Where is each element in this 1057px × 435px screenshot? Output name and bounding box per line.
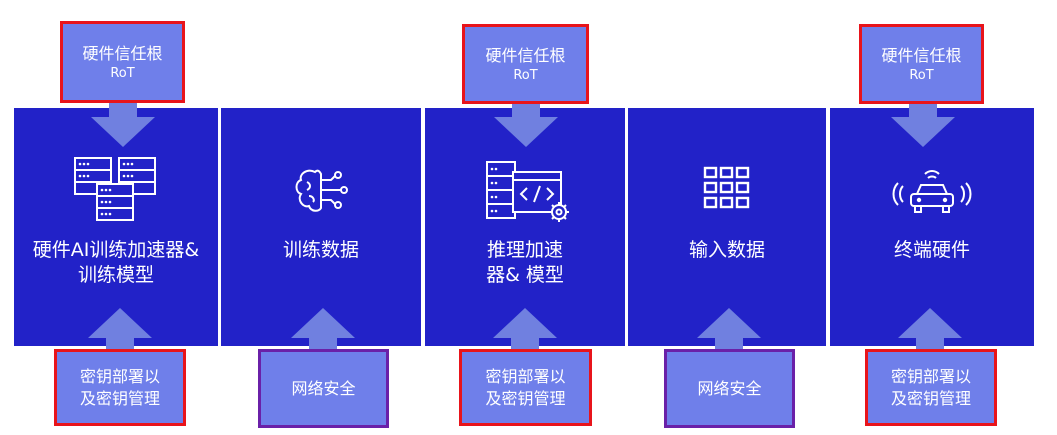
panel-label-line1: 推理加速 bbox=[486, 239, 563, 261]
brain-circuit-icon bbox=[295, 169, 348, 212]
panel-training-accelerator: 硬件AI训练加速器& 训练模型 bbox=[14, 108, 218, 346]
grid-icon bbox=[703, 166, 750, 209]
arrow-up-5 bbox=[898, 308, 962, 352]
key-management-line1: 密钥部署以 bbox=[79, 366, 160, 386]
rot-box: 硬件信任根 RoT bbox=[859, 24, 984, 104]
rot-title: 硬件信任根 bbox=[485, 45, 566, 65]
rot-title: 硬件信任根 bbox=[881, 45, 962, 65]
key-management-box: 密钥部署以 及密钥管理 bbox=[54, 349, 186, 426]
panel-training-data: 训练数据 bbox=[221, 108, 421, 346]
rot-subtitle: RoT bbox=[513, 67, 538, 83]
network-security-label: 网络安全 bbox=[291, 378, 356, 398]
panel-label: 终端硬件 bbox=[830, 238, 1034, 263]
rot-subtitle: RoT bbox=[909, 67, 934, 83]
key-management-box: 密钥部署以 及密钥管理 bbox=[865, 349, 997, 426]
arrow-up-4 bbox=[697, 308, 761, 352]
arrow-up-1 bbox=[88, 308, 152, 352]
rot-title: 硬件信任根 bbox=[82, 43, 163, 63]
panel-label: 训练数据 bbox=[221, 238, 421, 263]
arrow-down-1 bbox=[91, 103, 155, 147]
arrow-down-2 bbox=[494, 103, 558, 147]
panel-edge-hardware: 终端硬件 bbox=[830, 108, 1034, 346]
key-management-line2: 及密钥管理 bbox=[890, 388, 971, 408]
panel-label-line1: 硬件AI训练加速器& bbox=[32, 239, 200, 261]
panel-input-data: 输入数据 bbox=[628, 108, 826, 346]
arrow-down-3 bbox=[891, 103, 955, 147]
panel-label-line2: 器& 模型 bbox=[486, 264, 564, 286]
rot-subtitle: RoT bbox=[110, 65, 135, 81]
server-stack-icon bbox=[74, 157, 156, 221]
panel-label-line1: 输入数据 bbox=[688, 239, 765, 261]
rot-box: 硬件信任根 RoT bbox=[60, 21, 185, 103]
rot-box: 硬件信任根 RoT bbox=[462, 24, 589, 104]
key-management-line2: 及密钥管理 bbox=[79, 388, 160, 408]
panel-label-line2: 训练模型 bbox=[77, 264, 154, 286]
code-window-gear-icon bbox=[486, 161, 569, 222]
key-management-line1: 密钥部署以 bbox=[485, 366, 566, 386]
key-management-line2: 及密钥管理 bbox=[485, 388, 566, 408]
panel-label: 硬件AI训练加速器& 训练模型 bbox=[14, 238, 218, 288]
panel-label: 推理加速 器& 模型 bbox=[425, 238, 625, 288]
panel-inference-accelerator: 推理加速 器& 模型 bbox=[425, 108, 625, 346]
network-security-box: 网络安全 bbox=[664, 349, 795, 428]
key-management-line1: 密钥部署以 bbox=[890, 366, 971, 386]
arrow-up-3 bbox=[493, 308, 557, 352]
arrow-up-2 bbox=[291, 308, 355, 352]
network-security-label: 网络安全 bbox=[697, 378, 762, 398]
connected-car-icon bbox=[892, 170, 972, 213]
panel-label: 输入数据 bbox=[628, 238, 826, 263]
panel-label-line1: 终端硬件 bbox=[893, 239, 970, 261]
panel-label-line1: 训练数据 bbox=[282, 239, 359, 261]
key-management-box: 密钥部署以 及密钥管理 bbox=[459, 349, 592, 426]
network-security-box: 网络安全 bbox=[258, 349, 389, 428]
